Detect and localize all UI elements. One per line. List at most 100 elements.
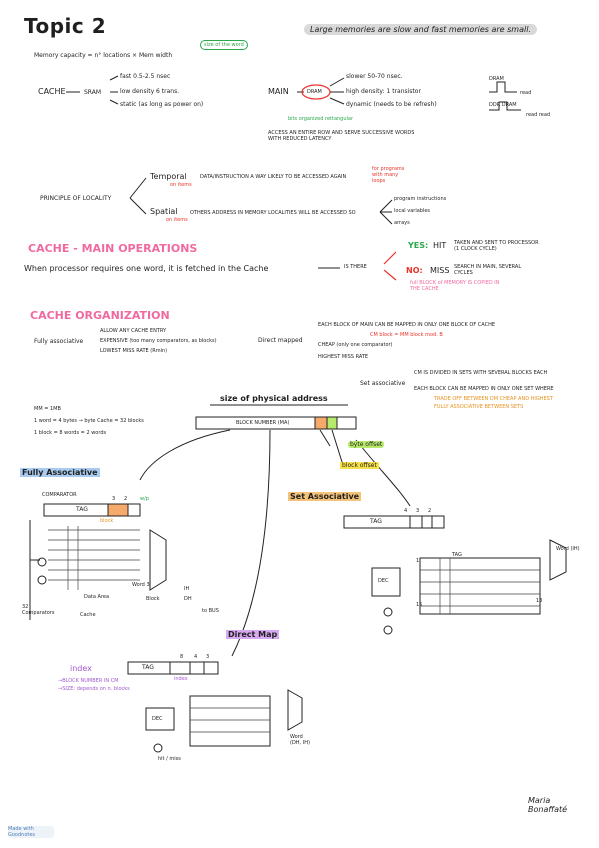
index-title: index [70,664,92,673]
bits-organized: bits organized rettangular [288,116,354,122]
spatial-text: OTHERS ADDRESS IN MEMORY LOCALITIES WILL… [190,210,356,216]
cache-item-2: low density 6 trans. [120,88,180,95]
direct-word-label: Word (DH, IH) [290,734,310,746]
data-area-label: Data Area [84,594,110,600]
hit-text: TAKEN AND SENT TO PROCESSOR (1 CLOCK CYC… [454,240,539,252]
is-there-label: IS THERE [344,264,367,270]
signature: Maria Bonaffaté [528,796,568,814]
fully-tag-label: TAG [76,506,88,513]
cache-ops-title: CACHE - MAIN OPERATIONS [28,242,198,255]
set-diagram-title: Set Associative [288,492,362,501]
cache-org-title: CACHE ORGANIZATION [30,309,170,322]
set-item-3: TRADE OFF BETWEEN DM CHEAP AND HIGHEST [434,396,553,402]
direct-item-4: HIGHEST MISS RATE [318,354,369,360]
fully-item-2: EXPENSIVE (too many comparators, as bloc… [100,338,217,344]
block-number-label: BLOCK NUMBER (MA) [236,420,290,426]
direct-item-3: CHEAP (only one comparator) [318,342,393,348]
fully-diagram-title: Fully Associative [20,468,100,477]
fully-n2: 2 [124,496,128,502]
set-n15: 15 [416,602,423,608]
main-item-2: high density: 1 transistor [346,88,421,95]
calc-line-3: 1 block = 8 words = 2 words [34,430,107,436]
temporal-label: Temporal [150,172,187,181]
miss-note: full BLOCK of MEMORY IS COPIED IN THE CA… [410,280,500,292]
yes-label: YES: [408,241,429,250]
fully-item-1: ALLOW ANY CACHE ENTRY [100,328,167,334]
set-n2: 2 [428,508,432,514]
spatial-label: Spatial [150,207,178,216]
fully-block-label: block [100,518,114,524]
comparators-label: 32 Comparators [22,604,55,616]
hit-miss-label: hit / miss [158,756,181,762]
dram-timing-label: DRAM [489,76,504,82]
calc-line-1: MM = 1MB [34,406,61,412]
spatial-item-2: local variables [394,208,431,214]
set-item-1: CM IS DIVIDED IN SETS WITH SEVERAL BLOCK… [414,370,548,376]
main-label: MAIN [268,87,289,96]
spatial-item-3: arrays [394,220,410,226]
cache-ops-sentence: When processor requires one word, it is … [24,264,269,273]
ih-label: IH [184,586,190,592]
set-n1: 1 [416,558,420,564]
temporal-note: on items [170,182,192,188]
direct-dec-label: DEC [152,716,163,722]
set-tag2: TAG [452,552,462,558]
cache-diagram-label: Cache [80,612,96,618]
direct-item-2: CM block = MM block mod. B [370,332,443,338]
dh-label: DH [184,596,192,602]
temporal-side-note: for programs with many loops [372,166,405,184]
locality-label: PRINCIPLE OF LOCALITY [40,195,112,202]
top-note: Large memories are slow and fast memorie… [304,24,537,35]
set-word-label: Word (IH) [556,546,580,552]
set-n4: 4 [404,508,408,514]
ddr-timing-label: DDR DRAM [489,102,517,108]
direct-mapped-label: Direct mapped [258,337,303,344]
set-dec-label: DEC [378,578,389,584]
read-read-label: read read [526,112,551,118]
sram-label: SRAM [84,89,102,96]
direct-n3: 3 [206,654,210,660]
no-label: NO: [406,266,423,275]
main-item-3: dynamic (needs to be refresh) [346,101,437,108]
set-item-4: FULLY ASSOCIATIVE BETWEEN SETS [434,404,524,410]
main-item-1: slower 50-70 nsec. [346,73,403,80]
cache-item-3: static (as long as power on) [120,101,204,108]
index-item-2: →SIZE: depends on n. blocks [58,686,130,692]
goodnotes-watermark: Made with Goodnotes [8,826,54,838]
fully-item-3: LOWEST MISS RATE (Rmin) [100,348,168,354]
hit-label: HIT [433,241,447,250]
calc-line-2: 1 word = 4 bytes → byte Cache = 32 block… [34,418,144,424]
miss-label: MISS [430,266,450,275]
set-tag-label: TAG [370,518,382,525]
direct-index-label: index [174,676,188,682]
fully-n3: 3 [112,496,116,502]
spatial-note: on items [166,217,188,223]
address-title: size of physical address [220,394,328,403]
miss-text: SEARCH IN MAIN, SEVERAL CYCLES [454,264,522,276]
spatial-item-1: program instructions [394,196,447,202]
memory-capacity: Memory capacity = n° locations × Mem wid… [34,52,173,59]
fully-block-word: Block [146,596,160,602]
direct-tag-label: TAG [142,664,154,671]
access-note: ACCESS AN ENTIRE ROW AND SERVE SUCCESSIV… [268,130,415,142]
direct-diagram-title: Direct Map [226,630,280,639]
size-of-word-note: size of the word [200,40,248,50]
temporal-text: DATA/INSTRUCTION A WAY LIKELY TO BE ACCE… [200,174,347,180]
cache-label: CACHE [38,87,66,96]
page-title: Topic 2 [24,14,107,38]
word-3-label: Word 3 [132,582,150,588]
index-item-1: →BLOCK NUMBER IN CM [58,678,119,684]
set-item-2: EACH BLOCK CAN BE MAPPED IN ONLY ONE SET… [414,386,554,392]
cache-item-1: fast 0.5-2.5 nsec [120,73,171,80]
direct-item-1: EACH BLOCK OF MAIN CAN BE MAPPED IN ONLY… [318,322,496,328]
direct-n8: 8 [180,654,184,660]
fully-associative-label: Fully associative [34,338,84,345]
read-label: read [520,90,532,96]
bus-label: to BUS [202,608,219,614]
set-n3: 3 [416,508,420,514]
set-n13: 13 [536,598,543,604]
set-associative-label: Set associative [360,380,406,387]
comparator-label: COMPARATOR [42,492,77,498]
direct-n4: 4 [194,654,198,660]
